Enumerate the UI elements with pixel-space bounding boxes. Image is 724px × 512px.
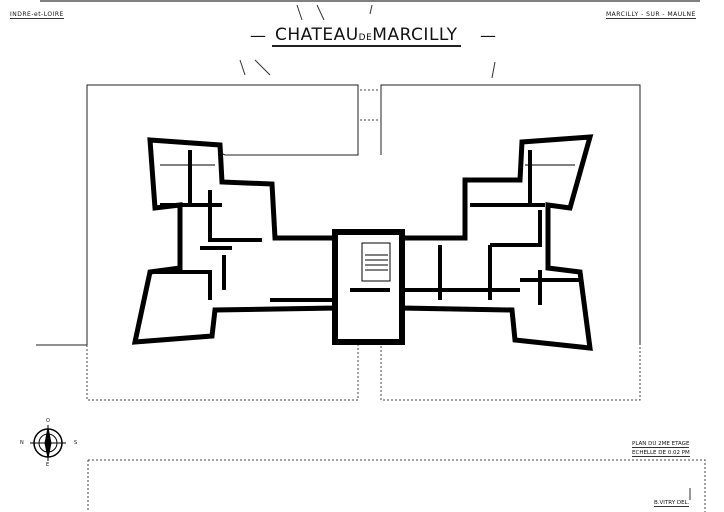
title-dash-right: — — [480, 26, 496, 45]
title-de: DE — [358, 33, 373, 43]
compass-north: N — [20, 440, 24, 446]
department-label: INDRE-et-LOIRE — [10, 11, 64, 19]
title-part-2: MARCILLY — [372, 25, 458, 45]
compass-west: O — [46, 418, 50, 424]
plan-label: PLAN DU 2ME ETAGE — [632, 441, 690, 448]
pencil-marks — [239, 4, 691, 500]
commune-label: MARCILLY - SUR - MAULNE — [606, 11, 696, 19]
author-label: B.VITRY DEL. — [654, 500, 690, 507]
building-plan — [131, 134, 594, 351]
compass-rose — [30, 425, 66, 461]
compass-east: E — [46, 462, 50, 468]
title-dash-left: — — [250, 26, 266, 45]
title-part-1: CHATEAU — [275, 25, 359, 45]
compass-south: S — [74, 440, 78, 446]
scale-label: ECHELLE DE 0.02 PM — [632, 450, 690, 457]
drawing-title: CHATEAUDEMARCILLY — [272, 25, 461, 47]
dotted-boundaries — [86, 89, 706, 512]
